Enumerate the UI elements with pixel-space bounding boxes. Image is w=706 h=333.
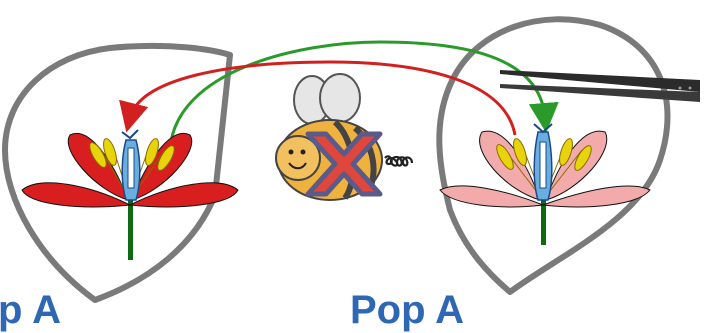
tweezers-icon	[500, 70, 700, 102]
right-teardrop-outline	[439, 19, 667, 292]
left-pop-label: p A	[0, 288, 61, 332]
red-flower-icon	[22, 130, 238, 260]
pink-flower-icon	[440, 124, 650, 245]
bee-icon	[276, 74, 412, 200]
left-teardrop-outline	[5, 46, 230, 300]
right-pop-label: Pop A	[350, 288, 464, 332]
